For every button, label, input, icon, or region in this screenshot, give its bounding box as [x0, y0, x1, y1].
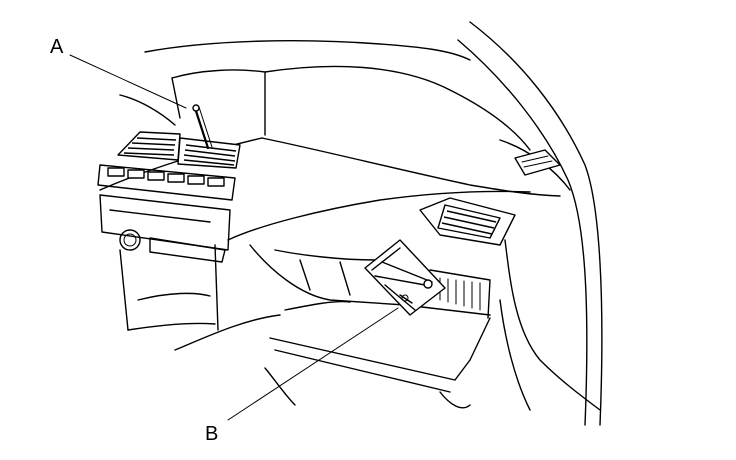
- center-console: [119, 244, 281, 351]
- leader-line-b: [227, 307, 399, 421]
- vent-slats-right: [183, 144, 237, 166]
- glove-box-opening: [249, 244, 491, 319]
- component-b-unit: [364, 239, 446, 316]
- leader-line-a: [69, 54, 187, 109]
- glove-box-door: [264, 239, 601, 411]
- hazard-knob: [119, 229, 141, 251]
- callout-a-label: A: [50, 36, 64, 58]
- tool-a-probe: [192, 104, 213, 150]
- glove-box-slots: [439, 277, 481, 311]
- control-panel: [97, 164, 236, 263]
- center-vents: [117, 131, 241, 169]
- vent-slats-left: [123, 137, 177, 156]
- callout-b-label: B: [205, 423, 218, 445]
- right-vent: [419, 149, 561, 246]
